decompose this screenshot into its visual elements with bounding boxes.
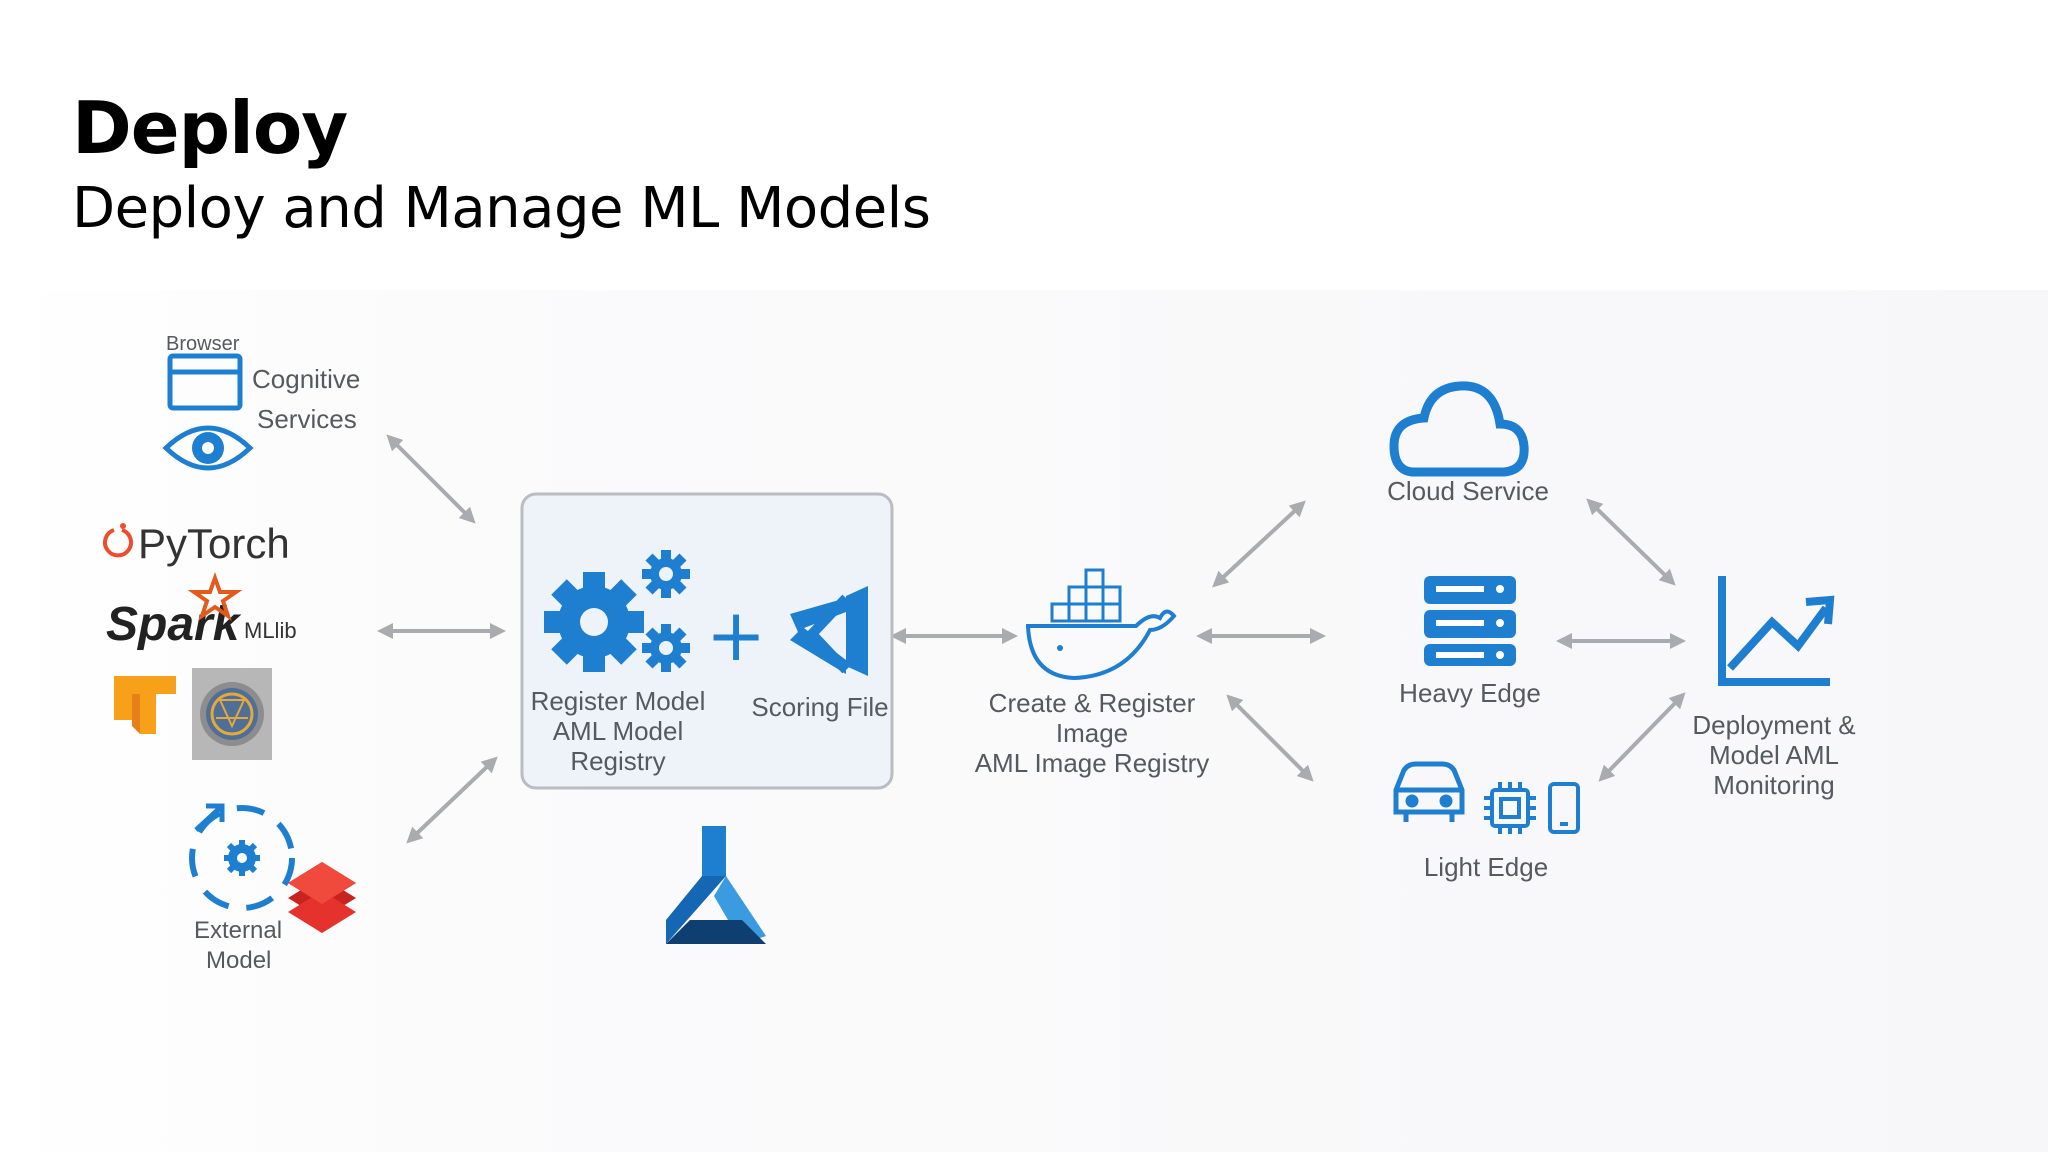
big-gear-icon bbox=[544, 572, 644, 672]
small-gear-top-icon bbox=[642, 550, 690, 598]
slide-subtitle: Deploy and Manage ML Models bbox=[72, 176, 931, 241]
external-dashed-ring-icon bbox=[189, 805, 295, 911]
arrow-image-cloud bbox=[1212, 500, 1306, 588]
external-label-line1: External bbox=[194, 917, 282, 944]
arrow-image-light bbox=[1226, 694, 1314, 782]
browser-icon bbox=[167, 353, 243, 411]
diagram-background bbox=[0, 290, 2048, 1152]
slide-title: Deploy bbox=[72, 86, 348, 170]
small-gear-bottom-icon bbox=[642, 624, 690, 672]
arrow-external-register bbox=[406, 756, 498, 844]
monitor-label-line2: Model AML bbox=[1709, 740, 1839, 770]
browser-label: Browser bbox=[166, 333, 240, 355]
chip-icon bbox=[1484, 782, 1536, 834]
external-label-line2: Model bbox=[206, 947, 271, 974]
phone-icon bbox=[1548, 782, 1580, 834]
azure-ml-logo-icon bbox=[666, 826, 766, 944]
cloud-icon bbox=[1389, 381, 1529, 477]
plus-sign: + bbox=[706, 593, 766, 677]
pytorch-icon bbox=[103, 523, 133, 558]
framework-gear-icon bbox=[192, 668, 272, 760]
eye-icon bbox=[162, 425, 254, 471]
image-label-line1: Create & Register bbox=[989, 688, 1196, 718]
arrow-light-monitor bbox=[1598, 692, 1686, 782]
monitor-label-line1: Deployment & bbox=[1692, 710, 1855, 740]
external-gear-icon bbox=[224, 840, 260, 876]
image-label-line3: AML Image Registry bbox=[975, 748, 1210, 778]
spark-star-icon bbox=[187, 572, 243, 622]
external-arrow-icon bbox=[194, 803, 225, 832]
vscode-icon bbox=[790, 586, 868, 676]
server-icon bbox=[1424, 576, 1516, 666]
spark-label: Spark bbox=[106, 598, 242, 651]
register-label-line1: Register Model bbox=[531, 686, 706, 716]
databricks-icon bbox=[288, 862, 356, 933]
external-model-group: External Model bbox=[189, 803, 356, 974]
arrow-cognitive-register bbox=[386, 434, 476, 524]
chart-trend-icon bbox=[1718, 576, 1835, 686]
cognitive-label-line1: Cognitive bbox=[252, 364, 360, 394]
register-label-line2: AML Model bbox=[553, 716, 684, 746]
image-label-line2: Image bbox=[1056, 718, 1128, 748]
light-edge-label: Light Edge bbox=[1424, 852, 1548, 882]
frameworks-group: PyTorch Spark MLlib bbox=[103, 520, 297, 760]
monitor-label-line3: Monitoring bbox=[1713, 770, 1834, 800]
arrow-cloud-monitor bbox=[1586, 498, 1676, 586]
heavy-edge-label: Heavy Edge bbox=[1399, 678, 1541, 708]
mllib-label: MLlib bbox=[244, 618, 297, 643]
arrows bbox=[377, 434, 1686, 844]
register-model-box bbox=[520, 492, 894, 790]
gears-icon bbox=[544, 550, 690, 672]
cognitive-label-line2: Services bbox=[257, 404, 357, 434]
cognitive-services-group: Browser Cognitive Services bbox=[162, 333, 360, 471]
cloud-service-label: Cloud Service bbox=[1387, 476, 1549, 506]
docker-icon bbox=[1025, 568, 1177, 681]
car-icon bbox=[1393, 761, 1465, 822]
scoring-file-label: Scoring File bbox=[751, 692, 888, 722]
tensorflow-icon bbox=[114, 676, 176, 734]
register-label-line3: Registry bbox=[570, 746, 665, 776]
pytorch-label: PyTorch bbox=[138, 520, 290, 567]
